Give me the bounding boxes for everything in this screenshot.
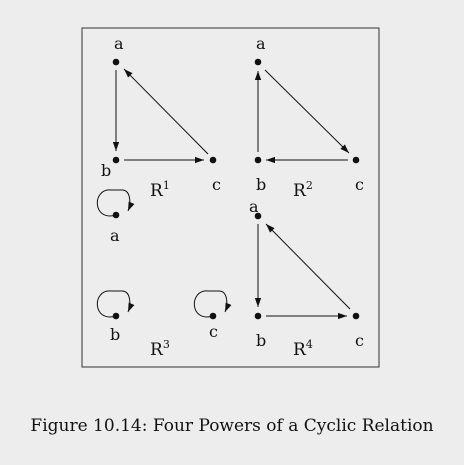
relation-label-r3: R3 [150, 338, 170, 360]
figure-frame [81, 27, 380, 368]
edge-c-to-a [265, 223, 351, 310]
relation-label-r1: R1 [150, 179, 170, 201]
node-a [254, 212, 262, 220]
node-c-label: c [355, 331, 364, 350]
edge-c-to-a [123, 68, 209, 155]
figure-caption: Figure 10.14: Four Powers of a Cyclic Re… [30, 416, 434, 436]
node-b [254, 156, 262, 164]
panel-r2: a b c R2 [254, 34, 364, 201]
node-c [209, 156, 217, 164]
node-c-label: c [355, 175, 364, 194]
node-c [352, 312, 360, 320]
self-loop-a [96, 189, 135, 217]
node-b-label: b [256, 175, 266, 194]
node-c-label: c [212, 175, 221, 194]
self-loop-b [96, 290, 135, 318]
node-a-label: a [256, 34, 266, 53]
edge-a-to-c [264, 69, 350, 154]
node-b [254, 312, 262, 320]
node-c [352, 156, 360, 164]
node-a [254, 58, 262, 66]
relation-label-r4: R4 [293, 338, 313, 360]
node-a-label: a [114, 34, 124, 53]
relation-label-r2: R2 [293, 179, 313, 201]
node-b-label: b [101, 161, 111, 180]
panel-r4: a b c R4 [249, 197, 364, 360]
node-a-label: a [110, 226, 120, 245]
panel-r3: a b c R3 [96, 189, 232, 360]
node-a-label: a [249, 197, 259, 216]
node-c-label: c [209, 322, 218, 341]
panel-r1: a b c R1 [101, 34, 221, 201]
self-loop-c [193, 290, 232, 318]
node-a [112, 58, 120, 66]
node-b-label: b [256, 331, 266, 350]
node-b-label: b [110, 325, 120, 344]
node-b [112, 156, 120, 164]
